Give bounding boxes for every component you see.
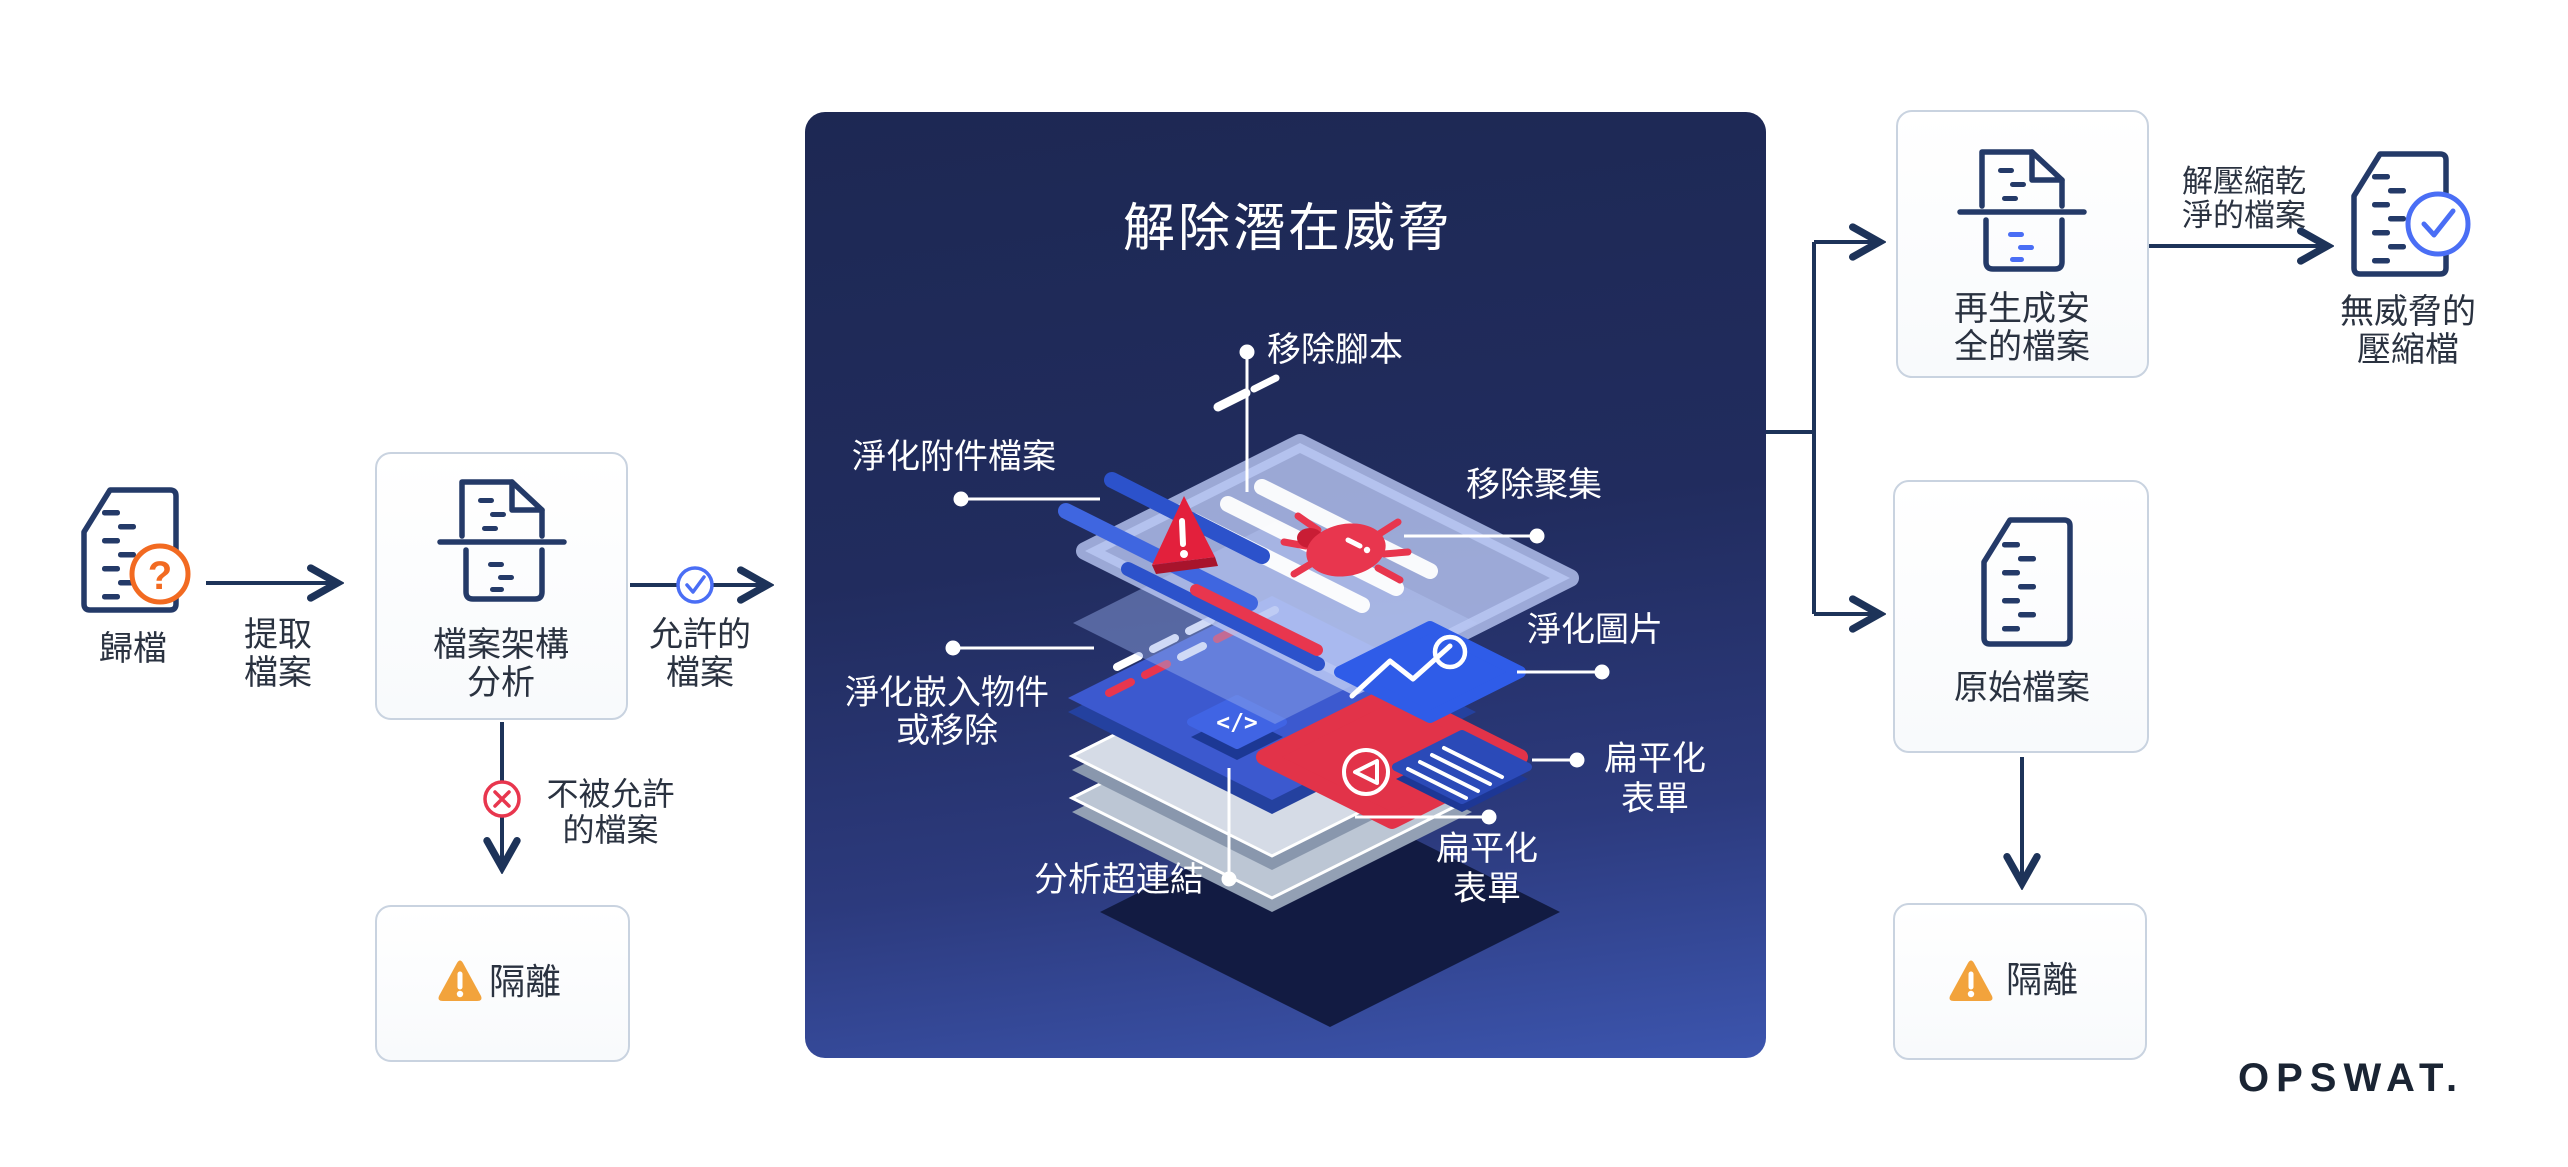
code-tile	[1187, 695, 1287, 749]
extract-files-label: 提取 檔案	[244, 616, 312, 692]
warning-icon-left	[438, 960, 482, 1001]
question-glyph: ?	[148, 554, 172, 598]
opswat-logo: OPSWAT.	[2238, 1056, 2465, 1100]
clean-check-circle-icon	[2405, 191, 2471, 257]
regenerate-label: 再生成安 全的檔案	[1954, 290, 2090, 366]
original-file-label: 原始檔案	[1954, 669, 2090, 707]
sanitize-attachments-label: 淨化附件檔案	[852, 438, 1056, 476]
quarantine-box-right	[1893, 903, 2147, 1060]
warning-icon-right	[1949, 960, 1993, 1001]
reject-circle-icon	[483, 780, 521, 818]
form-tile	[1392, 730, 1532, 812]
file-analysis-label: 檔案架構 分析	[433, 626, 569, 702]
malware-bug-icon	[1280, 512, 1412, 584]
code-glyph: </>	[1216, 710, 1258, 736]
sanitize-images-label: 淨化圖片	[1527, 611, 1663, 649]
decompress-label: 解壓縮乾 淨的檔案	[2182, 164, 2306, 233]
floating-dashes	[1213, 374, 1280, 412]
cdr-illustration: </>	[1058, 374, 1579, 1027]
flatten-forms-right-label: 扁平化 表單	[1604, 740, 1706, 818]
allowed-files-label: 允許的 檔案	[649, 616, 751, 692]
leader-dots	[945, 344, 1610, 887]
quarantine-label-left: 隔離	[489, 961, 562, 1002]
leader-lines	[953, 359, 1602, 872]
remove-macros-label: 移除聚集	[1466, 466, 1602, 504]
clean-archive-label: 無威脅的 壓縮檔	[2340, 293, 2476, 369]
page-title: 解除潛在威脅	[1122, 200, 1453, 258]
split-file-icon	[437, 479, 567, 602]
archive-label: 歸檔	[99, 630, 167, 668]
check-circle-icon	[676, 566, 714, 604]
archive-file-icon: ?	[81, 487, 191, 613]
sanitize-embedded-label: 淨化嵌入物件 或移除	[845, 674, 1049, 750]
original-file-icon	[1981, 517, 2073, 647]
flatten-forms-bottom-label: 扁平化 表單	[1436, 830, 1538, 908]
file-analysis-box	[375, 452, 628, 720]
connector-branch	[1766, 242, 1816, 614]
analyze-hyperlinks-label: 分析超連結	[1034, 861, 1204, 899]
blue-bar-3	[1121, 562, 1325, 671]
not-allowed-files-label: 不被允許 的檔案	[546, 776, 675, 848]
quarantine-box-left	[375, 905, 630, 1062]
question-circle-icon	[129, 543, 191, 605]
red-bar	[1190, 584, 1323, 656]
threat-triangle-icon	[1152, 496, 1218, 574]
regenerated-file-icon	[1957, 149, 2087, 272]
remove-scripts-label: 移除腳本	[1267, 331, 1403, 369]
quarantine-label-right: 隔離	[2006, 959, 2079, 1000]
clean-archive-icon	[2351, 151, 2471, 277]
